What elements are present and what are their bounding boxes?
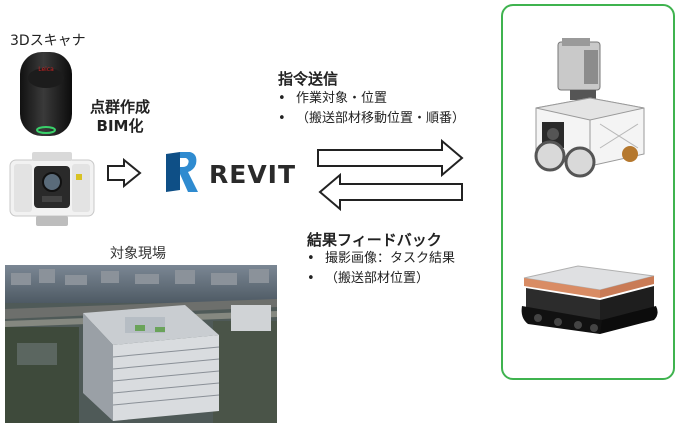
caption-line-bim: BIM化 (96, 117, 144, 135)
scanner-caption: 点群作成 BIM化 (84, 98, 156, 136)
robot-group-frame (501, 4, 675, 380)
scanning-robot-image (534, 38, 645, 178)
feedback-item: 撮影画像：タスク結果 (305, 249, 455, 269)
command-item: 作業対象・位置 (276, 89, 465, 109)
revit-label: REVIT (209, 160, 297, 189)
command-title: 指令送信 (278, 70, 339, 88)
caption-line-pointcloud: 点群作成 (89, 98, 150, 116)
blk-scanner-image: Leica (20, 52, 72, 136)
feedback-title: 結果フィードバック (307, 231, 442, 249)
feedback-item: （搬送部材位置） (305, 269, 455, 289)
command-item: （搬送部材移動位置・順番） (276, 109, 465, 129)
tracked-robot-image (521, 265, 658, 334)
send-arrow (317, 138, 464, 178)
site-label: 対象現場 (110, 246, 166, 262)
feedback-arrow (318, 172, 463, 212)
feedback-list: 撮影画像：タスク結果 （搬送部材位置） (305, 249, 455, 289)
site-aerial-photo (5, 265, 277, 423)
laser-scanner-image (9, 152, 95, 226)
command-list: 作業対象・位置 （搬送部材移動位置・順番） (276, 89, 465, 129)
communication-arrows (317, 138, 464, 212)
revit-logo-icon (166, 152, 198, 192)
scanner-label: 3Dスキャナ (10, 33, 86, 49)
svg-text:Leica: Leica (38, 66, 54, 73)
hollow-right-arrow (107, 158, 142, 188)
